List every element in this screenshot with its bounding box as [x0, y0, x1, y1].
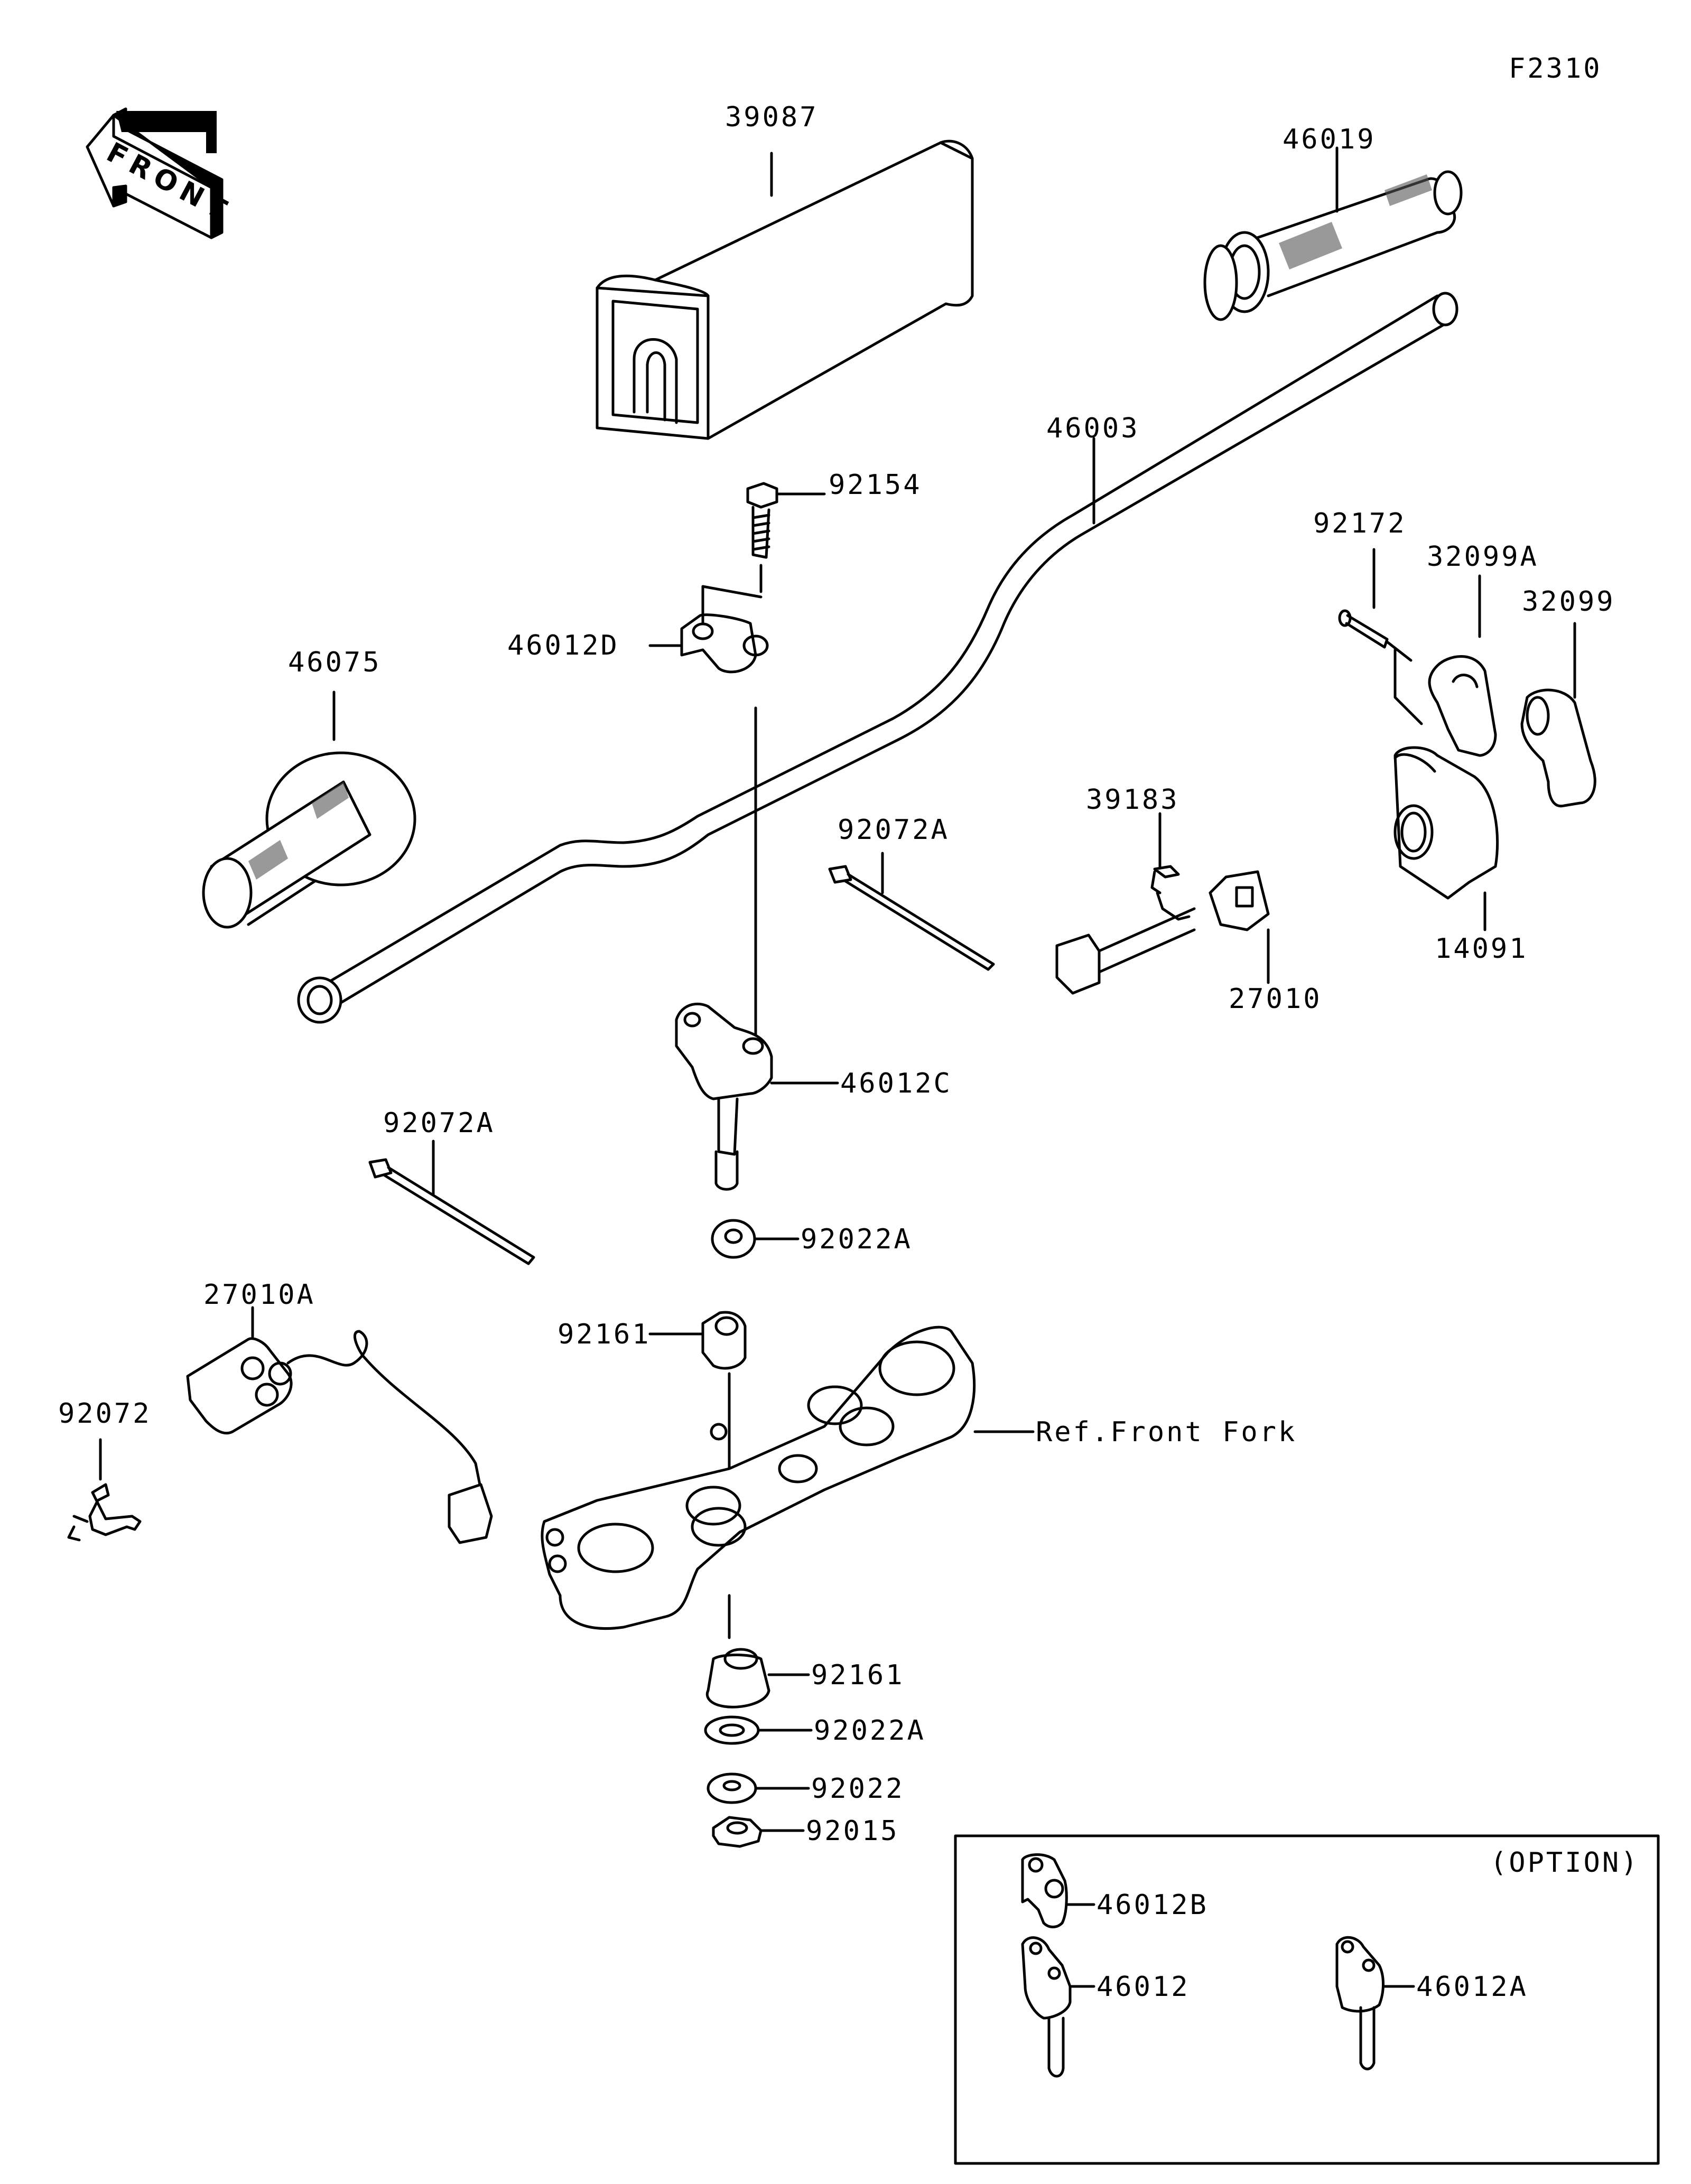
part-label-46075[interactable]: 46075	[288, 647, 382, 678]
cover-14091[interactable]	[1393, 746, 1499, 931]
part-label-46012[interactable]: 46012	[1097, 1971, 1190, 2003]
holder-option-46012[interactable]	[1021, 1936, 1095, 2078]
part-label-46019[interactable]: 46019	[1283, 124, 1376, 155]
holder-option-46012B[interactable]	[1021, 1853, 1095, 1928]
part-label-32099A[interactable]: 32099A	[1427, 541, 1539, 573]
washer-92022A-upper[interactable]	[711, 1219, 800, 1259]
washer-92022[interactable]	[707, 1772, 810, 1804]
part-label-92172[interactable]: 92172	[1313, 508, 1407, 539]
part-label-46012C[interactable]: 46012C	[840, 1068, 952, 1099]
damper-92161-upper[interactable]	[648, 1311, 747, 1507]
part-label-46012D[interactable]: 46012D	[507, 630, 619, 661]
part-label-92072A-lower[interactable]: 92072A	[383, 1107, 495, 1139]
option-box-title: (OPTION)	[1490, 1847, 1640, 1879]
nut-92015[interactable]	[712, 1816, 805, 1848]
holder-lower-46012C[interactable]	[675, 1002, 839, 1191]
part-label-32099[interactable]: 32099	[1522, 586, 1615, 618]
triple-clamp-ref-front-fork[interactable]	[541, 1326, 1035, 1639]
throttle-grip-46019[interactable]	[1203, 146, 1463, 321]
part-label-14091[interactable]: 14091	[1435, 933, 1528, 965]
clip-92072[interactable]	[67, 1438, 142, 1542]
part-label-46003[interactable]: 46003	[1046, 413, 1140, 444]
part-label-92022[interactable]: 92022	[811, 1773, 905, 1805]
ref-front-fork-label: Ref.Front Fork	[1036, 1416, 1297, 1448]
part-label-46012B[interactable]: 46012B	[1097, 1889, 1209, 1921]
handlebar-46003[interactable]	[297, 292, 1458, 1024]
left-grip-46075[interactable]	[202, 690, 416, 929]
part-label-92161-lower[interactable]: 92161	[811, 1659, 905, 1691]
part-label-39183[interactable]: 39183	[1086, 784, 1179, 816]
part-label-92072A-upper[interactable]: 92072A	[838, 814, 950, 846]
option-box	[954, 1834, 1660, 2165]
part-label-92161-upper[interactable]: 92161	[558, 1319, 651, 1350]
bolt-92154[interactable]	[746, 482, 826, 593]
throttle-case-32099A[interactable]	[1428, 574, 1497, 757]
part-label-39087[interactable]: 39087	[725, 101, 819, 133]
front-arrow-icon	[86, 107, 224, 239]
part-label-27010A[interactable]: 27010A	[203, 1279, 315, 1311]
part-label-92022A-upper[interactable]: 92022A	[801, 1224, 913, 1255]
part-label-92022A-lower[interactable]: 92022A	[814, 1715, 926, 1747]
damper-92161-lower[interactable]	[705, 1648, 810, 1709]
cable-tie-92072A-upper[interactable]	[828, 852, 995, 971]
part-label-46012A[interactable]: 46012A	[1416, 1971, 1528, 2003]
washer-92022A-lower[interactable]	[704, 1715, 813, 1745]
cable-tie-92072A-lower[interactable]	[368, 1140, 535, 1265]
handlebar-pad-39087[interactable]	[596, 139, 974, 440]
clamp-39183[interactable]	[1150, 812, 1191, 921]
part-label-92015[interactable]: 92015	[806, 1815, 899, 1847]
switch-27010[interactable]	[1055, 870, 1270, 995]
screw-92172[interactable]	[1338, 548, 1423, 725]
holder-option-46012A[interactable]	[1335, 1936, 1415, 2070]
part-label-92154[interactable]: 92154	[829, 469, 922, 501]
switch-assembly-27010A[interactable]	[186, 1306, 493, 1544]
part-label-92072[interactable]: 92072	[58, 1398, 152, 1430]
figure-code: F2310	[1509, 53, 1602, 85]
throttle-case-32099[interactable]	[1520, 622, 1596, 808]
part-label-27010[interactable]: 27010	[1229, 983, 1322, 1015]
holder-upper-46012D[interactable]	[648, 585, 769, 1079]
